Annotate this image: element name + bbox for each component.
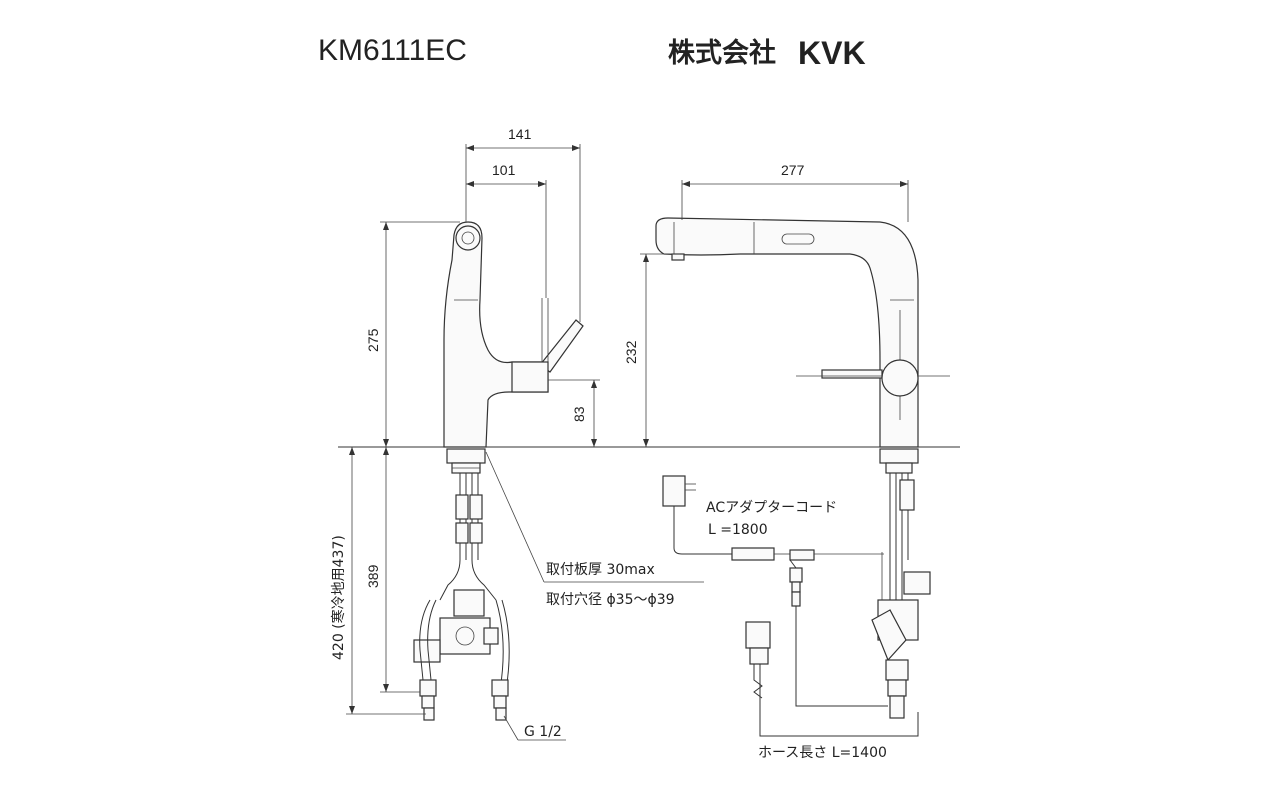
- note-plate-thickness: 取付板厚 30max: [546, 562, 655, 578]
- brand-logo: KVK: [798, 35, 866, 71]
- note-hole-diameter: 取付穴径 ϕ35～ϕ39: [546, 592, 675, 608]
- dim-277-label: 277: [781, 162, 805, 178]
- hose-connector: [745, 606, 919, 737]
- dim-141-label: 141: [508, 126, 532, 142]
- dim-275-label: 275: [365, 328, 381, 352]
- dim-232-label: 232: [623, 340, 639, 364]
- side-view-faucet: [655, 217, 950, 719]
- dim-420-label: 420 (寒冷地用437): [330, 535, 347, 660]
- front-view-faucet: [413, 221, 584, 721]
- dim-389-label: 389: [365, 564, 381, 588]
- ac-adapter: [662, 475, 884, 607]
- model-number: KM6111EC: [318, 34, 467, 67]
- note-hose-length: ホース長さ L=1400: [758, 745, 887, 761]
- note-ac-adapter-title: ACアダプターコード: [706, 500, 837, 516]
- company-prefix: 株式会社: [668, 37, 776, 69]
- note-ac-adapter-length: L =1800: [708, 522, 768, 538]
- dim-83-label: 83: [571, 406, 587, 422]
- note-thread: G 1/2: [524, 724, 562, 740]
- dim-101-label: 101: [492, 162, 516, 178]
